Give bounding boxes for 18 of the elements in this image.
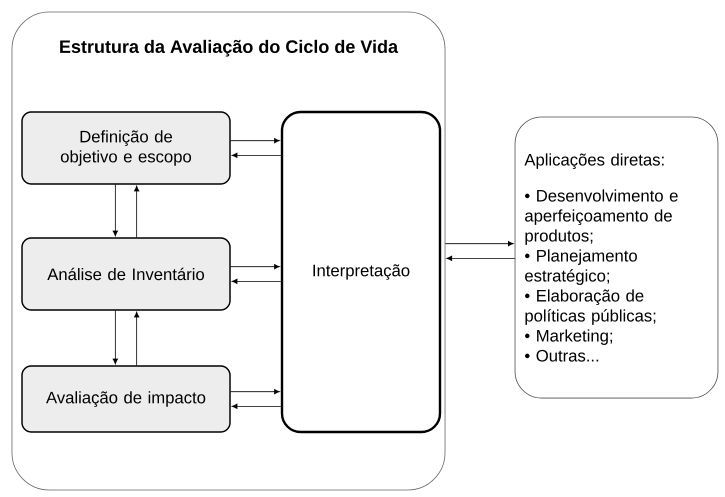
process-box: Análise de Inventário bbox=[21, 237, 231, 311]
arrow bbox=[446, 256, 516, 261]
arrow bbox=[230, 138, 280, 144]
process-box: Definição de objetivo e escopo bbox=[21, 111, 231, 185]
arrow bbox=[232, 278, 282, 284]
arrow bbox=[112, 310, 118, 364]
arrow bbox=[134, 186, 140, 238]
arrow bbox=[232, 404, 282, 409]
arrow bbox=[445, 241, 514, 246]
arrow bbox=[230, 389, 280, 394]
arrow bbox=[134, 312, 140, 366]
interpretation-box: Interpretação bbox=[280, 110, 442, 434]
process-box: Avaliação de impacto bbox=[21, 365, 231, 433]
applications-box: Aplicações diretas: • Desenvolvimento e aperfeiçoamento de produtos; • Planejamento estratégico; • Elaboração de políticas públicas; • Marketing; • Outras... bbox=[514, 116, 718, 398]
title-text: Estrutura da Avaliação do Ciclo de Vida bbox=[60, 40, 398, 57]
arrow bbox=[232, 152, 282, 158]
arrow bbox=[230, 264, 280, 270]
arrow bbox=[112, 184, 118, 236]
